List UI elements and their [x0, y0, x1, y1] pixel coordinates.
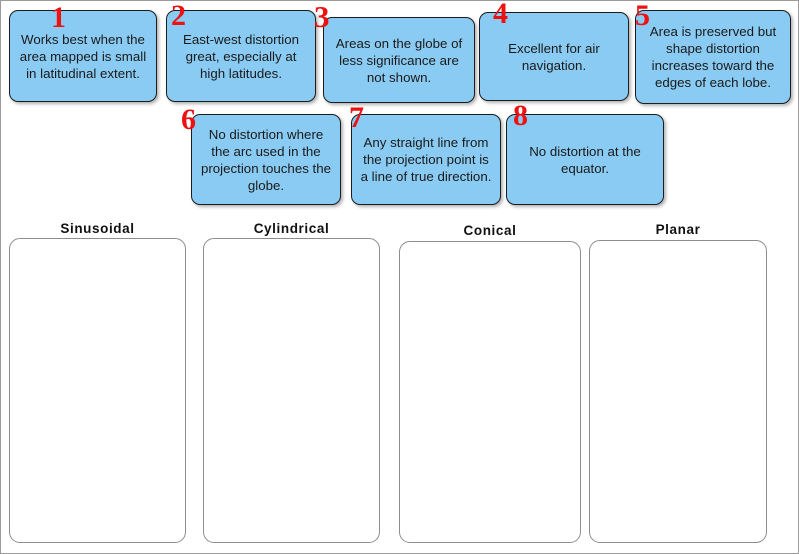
- statement-card[interactable]: No distortion where the arc used in the …: [191, 114, 341, 205]
- dropzone-planar[interactable]: [589, 240, 767, 543]
- dropzone-sinusoidal[interactable]: [9, 238, 186, 543]
- category-label-sinusoidal: Sinusoidal: [60, 221, 135, 236]
- statement-card-text: East-west distortion great, especially a…: [182, 31, 300, 81]
- dropzone-cylindrical[interactable]: [203, 238, 380, 543]
- statement-card[interactable]: Works best when the area mapped is small…: [9, 10, 157, 102]
- category-label-cylindrical: Cylindrical: [253, 221, 330, 236]
- category-label-conical: Conical: [463, 223, 517, 238]
- statement-card-text: Any straight line from the projection po…: [360, 135, 492, 184]
- statement-card[interactable]: East-west distortion great, especially a…: [166, 10, 316, 102]
- statement-card-text: Excellent for air navigation.: [508, 40, 600, 73]
- statement-card[interactable]: Areas on the globe of less significance …: [323, 17, 475, 103]
- statement-card-text: No distortion where the arc used in the …: [200, 126, 332, 193]
- statement-card[interactable]: No distortion at the equator.: [506, 114, 664, 205]
- statement-card-text: Areas on the globe of less significance …: [335, 35, 463, 85]
- statement-card[interactable]: Excellent for air navigation.: [479, 12, 629, 101]
- statement-card[interactable]: Area is preserved but shape distortion i…: [635, 10, 791, 104]
- category-label-planar: Planar: [655, 222, 701, 237]
- statement-card[interactable]: Any straight line from the projection po…: [351, 114, 501, 205]
- statement-card-text: Works best when the area mapped is small…: [19, 31, 147, 81]
- dropzone-conical[interactable]: [399, 241, 581, 543]
- statement-card-text: No distortion at the equator.: [529, 143, 641, 176]
- statement-card-text: Area is preserved but shape distortion i…: [649, 24, 777, 90]
